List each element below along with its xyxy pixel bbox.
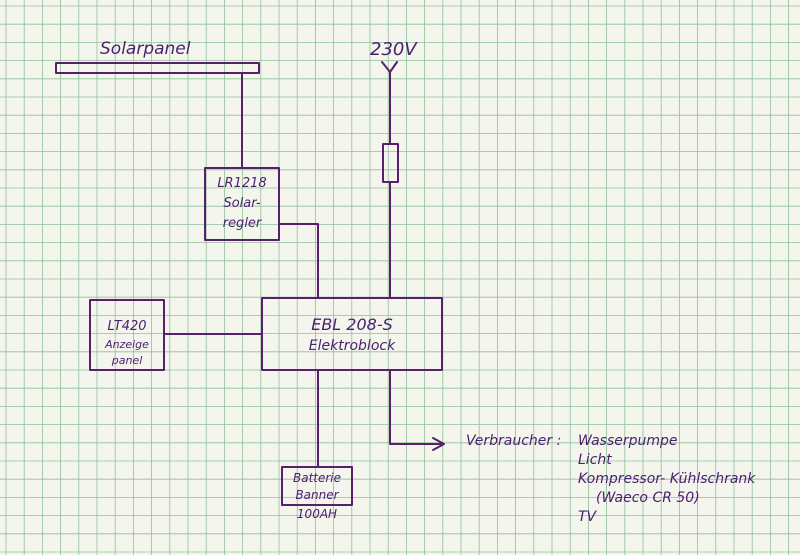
solar-panel-label: Solarpanel	[100, 39, 191, 59]
consumer-item: Licht	[578, 452, 612, 468]
mains-plug-icon	[381, 61, 398, 73]
wire-regulator-to-block	[278, 223, 319, 299]
consumer-item: TV	[578, 509, 598, 525]
solar-regulator-model: LR1218	[217, 176, 266, 191]
display-panel-line3: panel	[111, 354, 143, 367]
solar-panel	[55, 62, 260, 74]
wire-block-to-consumers	[389, 369, 443, 445]
electro-block-name: Elektroblock	[309, 338, 396, 354]
consumer-item: Kompressor- Kühlschrank	[578, 471, 756, 487]
display-panel-line2: Anzeige	[104, 338, 149, 351]
solar-regulator-line2: Solar-	[223, 196, 260, 211]
display-panel-model: LT420	[107, 319, 146, 334]
battery-label: Batterie	[293, 471, 341, 485]
consumer-item: Wasserpumpe	[578, 433, 678, 449]
battery-brand: Banner	[295, 488, 339, 502]
electro-block-model: EBL 208-S	[311, 315, 393, 334]
fuse-icon	[382, 143, 399, 183]
arrow-head-icon	[432, 437, 445, 451]
consumers-label: Verbraucher :	[466, 433, 561, 449]
solar-regulator-box	[204, 167, 280, 241]
consumer-item: (Waeco CR 50)	[596, 490, 700, 506]
battery-box	[281, 466, 353, 506]
mains-label: 230V	[370, 39, 418, 60]
solar-regulator-line3: regler	[223, 216, 263, 231]
battery-capacity: 100AH	[297, 507, 337, 521]
